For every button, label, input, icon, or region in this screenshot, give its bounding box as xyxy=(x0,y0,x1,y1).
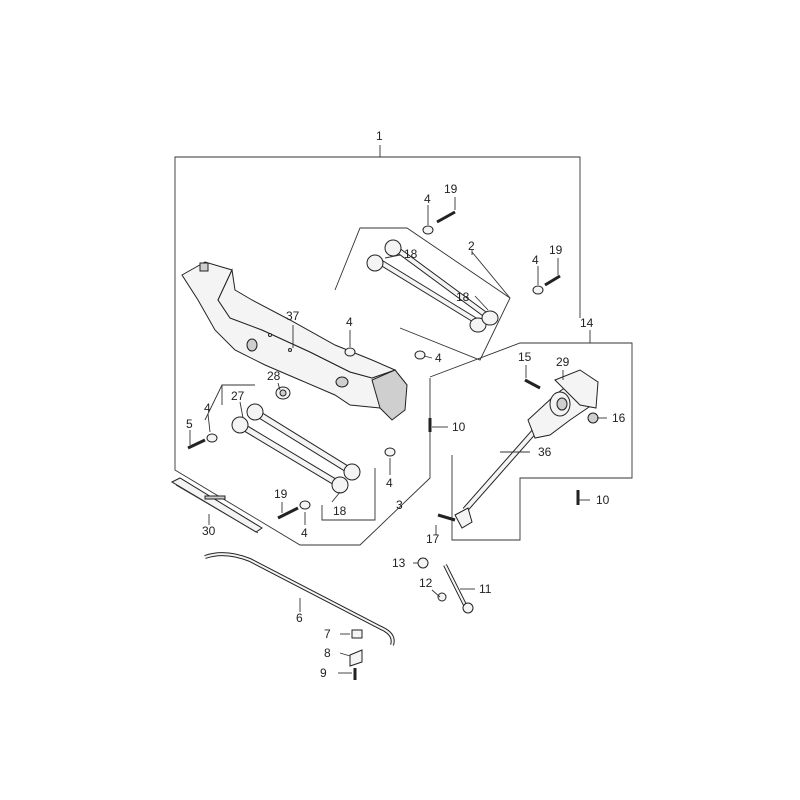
callout-19-top: 19 xyxy=(444,182,458,196)
trailing-arm-assembly xyxy=(437,369,599,529)
callout-8: 8 xyxy=(324,646,331,660)
callout-36: 36 xyxy=(538,445,552,459)
lower-control-arm xyxy=(231,403,361,494)
callout-14: 14 xyxy=(580,316,594,330)
callout-2: 2 xyxy=(468,239,475,253)
callout-9: 9 xyxy=(320,666,327,680)
stabilizer-link xyxy=(417,557,474,614)
group-outline-1 xyxy=(174,145,581,546)
callout-12: 12 xyxy=(419,576,433,590)
callout-11: 11 xyxy=(479,582,492,596)
callout-18-upper-b: 18 xyxy=(456,290,470,304)
callout-4-top: 4 xyxy=(424,192,431,206)
callout-37: 37 xyxy=(286,309,300,323)
callout-19-right: 19 xyxy=(549,243,563,257)
crossmember xyxy=(181,261,408,421)
callout-4-right: 4 xyxy=(532,253,539,267)
group-outline-3 xyxy=(204,384,376,521)
callout-4-lower-right: 4 xyxy=(386,476,393,490)
callout-13: 13 xyxy=(392,556,406,570)
upper-control-arm xyxy=(366,239,499,333)
callout-5: 5 xyxy=(186,417,193,431)
callout-28: 28 xyxy=(267,369,281,383)
callout-labels: 1 19 4 2 19 4 18 18 37 4 4 28 27 4 5 10 … xyxy=(186,129,626,680)
group-outline-14 xyxy=(429,330,633,541)
callout-3: 3 xyxy=(396,498,403,512)
callout-10-mid: 10 xyxy=(452,420,466,434)
callout-4-mid: 4 xyxy=(346,315,353,329)
callout-16: 16 xyxy=(612,411,626,425)
callout-10-right: 10 xyxy=(596,493,610,507)
callout-18-upper-a: 18 xyxy=(404,247,418,261)
callout-4-mid-right: 4 xyxy=(435,351,442,365)
callout-15: 15 xyxy=(518,350,532,364)
callout-6: 6 xyxy=(296,611,303,625)
leader-lines xyxy=(189,197,607,674)
heat-shield-30 xyxy=(170,477,263,534)
stabilizer-bar xyxy=(204,552,395,680)
callout-29: 29 xyxy=(556,355,570,369)
washers-and-bolts xyxy=(187,210,580,520)
callout-17: 17 xyxy=(426,532,440,546)
group-outline-2 xyxy=(334,227,511,361)
bushing-28 xyxy=(275,386,291,400)
callout-18-lower: 18 xyxy=(333,504,347,518)
callout-19-lower: 19 xyxy=(274,487,288,501)
callout-4-lower: 4 xyxy=(301,526,308,540)
callout-27: 27 xyxy=(231,389,245,403)
callout-4-left: 4 xyxy=(204,401,211,415)
callout-1: 1 xyxy=(376,129,383,143)
callout-30: 30 xyxy=(202,524,216,538)
callout-7: 7 xyxy=(324,627,331,641)
